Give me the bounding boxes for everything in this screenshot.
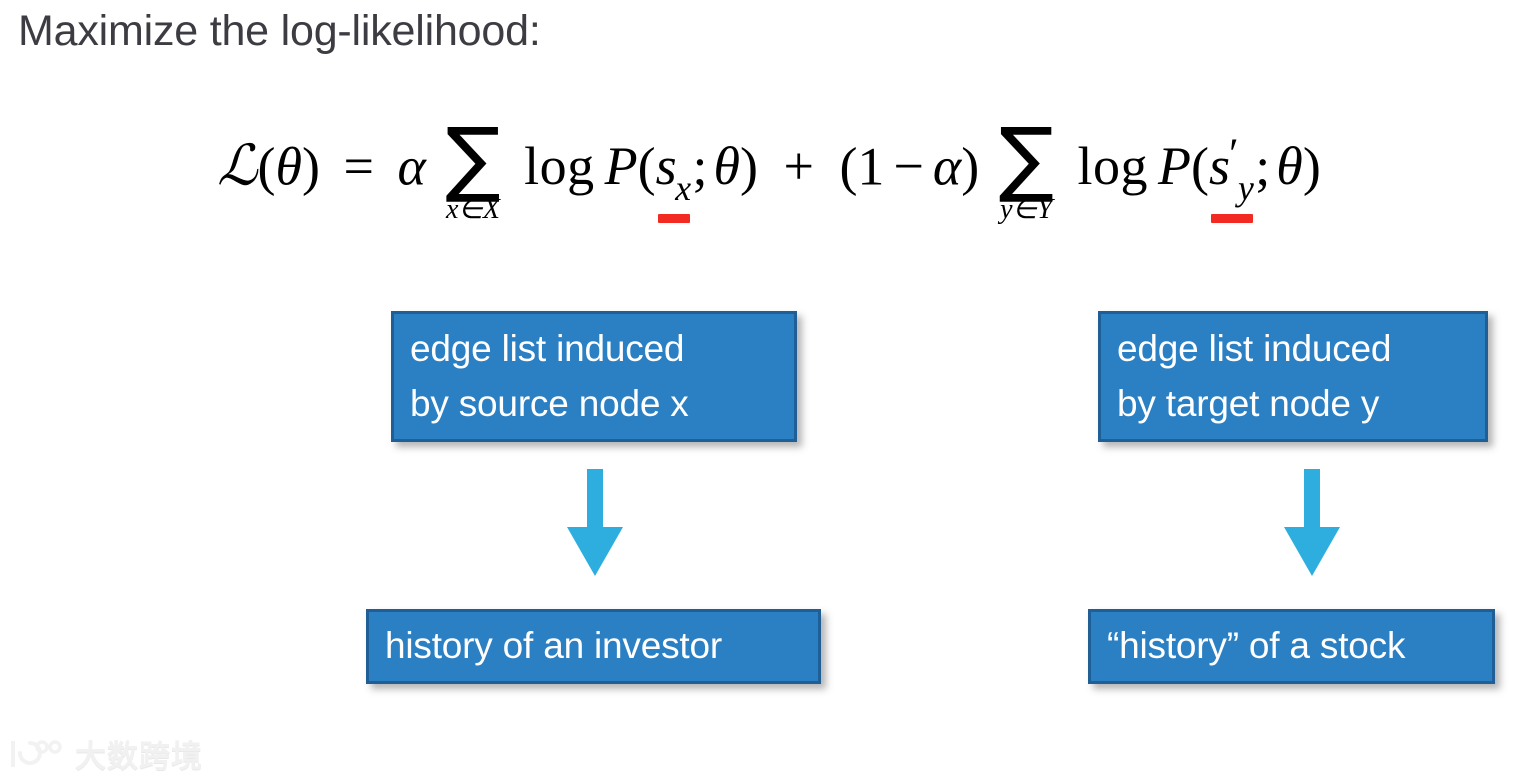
script-l-symbol: ℒ: [217, 133, 258, 199]
close-paren-2: ): [739, 136, 758, 197]
watermark: 大数跨境: [8, 731, 203, 776]
down-arrow-icon-1: [567, 469, 623, 576]
alpha-symbol-1: α: [397, 136, 426, 197]
equals-sign: =: [343, 136, 374, 197]
page-title: Maximize the log-likelihood:: [18, 7, 541, 55]
callout-edge-list-source[interactable]: edge list induced by source node x: [391, 311, 797, 442]
summation-over-y: ∑ y∈Y: [998, 111, 1054, 226]
probability-symbol-1: P: [604, 136, 638, 197]
sigma-icon-1: ∑: [445, 111, 501, 206]
close-paren-4: ): [1302, 136, 1321, 197]
down-arrow-source: [567, 469, 623, 576]
callout-edge-list-target-text: edge list induced by target node y: [1117, 322, 1392, 431]
callout-edge-list-target[interactable]: edge list induced by target node y: [1098, 311, 1488, 442]
prime-symbol: ′: [1229, 130, 1239, 178]
down-arrow-target: [1284, 469, 1340, 576]
close-paren-3: ): [961, 136, 980, 197]
theta-symbol-2: θ: [713, 136, 740, 197]
callout-line-2: by target node y: [1117, 382, 1380, 424]
summation-limit-x: x∈X: [446, 193, 500, 225]
callout-line-1: edge list induced: [410, 328, 685, 370]
callout-line-2: by source node x: [410, 382, 689, 424]
subscript-x: x: [675, 168, 692, 209]
open-paren-1: (: [257, 136, 276, 197]
callout-history-of-a-stock-text: “history” of a stock: [1107, 619, 1405, 673]
theta-symbol-1: θ: [275, 136, 303, 197]
theta-symbol-3: θ: [1276, 136, 1303, 197]
red-underline-marker-1: [657, 213, 691, 223]
minus-sign: −: [893, 136, 924, 197]
semicolon-2: ;: [1255, 136, 1271, 197]
red-underline-marker-2: [1211, 213, 1254, 223]
plus-sign: +: [783, 136, 814, 197]
semicolon-1: ;: [692, 136, 708, 197]
log-operator-2: log: [1077, 136, 1149, 197]
summation-limit-y: y∈Y: [1000, 193, 1053, 225]
open-paren-3: (: [839, 136, 858, 197]
callout-line-1: history of an investor: [385, 625, 722, 667]
probability-symbol-2: P: [1158, 136, 1192, 197]
open-paren-2: (: [637, 136, 656, 197]
s-symbol-1: s: [655, 136, 677, 197]
callout-edge-list-source-text: edge list induced by source node x: [410, 322, 689, 431]
callout-line-1: edge list induced: [1117, 328, 1392, 370]
summation-over-x: ∑ x∈X: [445, 111, 501, 226]
one-numeral: 1: [857, 136, 885, 197]
watermark-logo-icon: [11, 739, 62, 767]
down-arrow-icon-2: [1284, 469, 1340, 576]
callout-history-of-a-stock[interactable]: “history” of a stock: [1088, 609, 1495, 684]
callout-history-of-an-investor-text: history of an investor: [385, 619, 722, 673]
sigma-icon-2: ∑: [998, 111, 1054, 206]
callout-history-of-an-investor[interactable]: history of an investor: [366, 609, 821, 684]
subscript-y: y: [1238, 168, 1254, 209]
close-paren-1: ): [302, 136, 321, 197]
s-symbol-2: s: [1209, 136, 1231, 197]
s-x-highlighted: sx: [655, 136, 693, 223]
open-paren-4: (: [1191, 136, 1209, 197]
callout-line-1: “history” of a stock: [1107, 625, 1406, 667]
alpha-symbol-2: α: [932, 136, 962, 197]
log-operator-1: log: [524, 136, 595, 197]
s-prime-y-highlighted: s′y: [1209, 130, 1255, 223]
watermark-text: 大数跨境: [75, 739, 203, 775]
